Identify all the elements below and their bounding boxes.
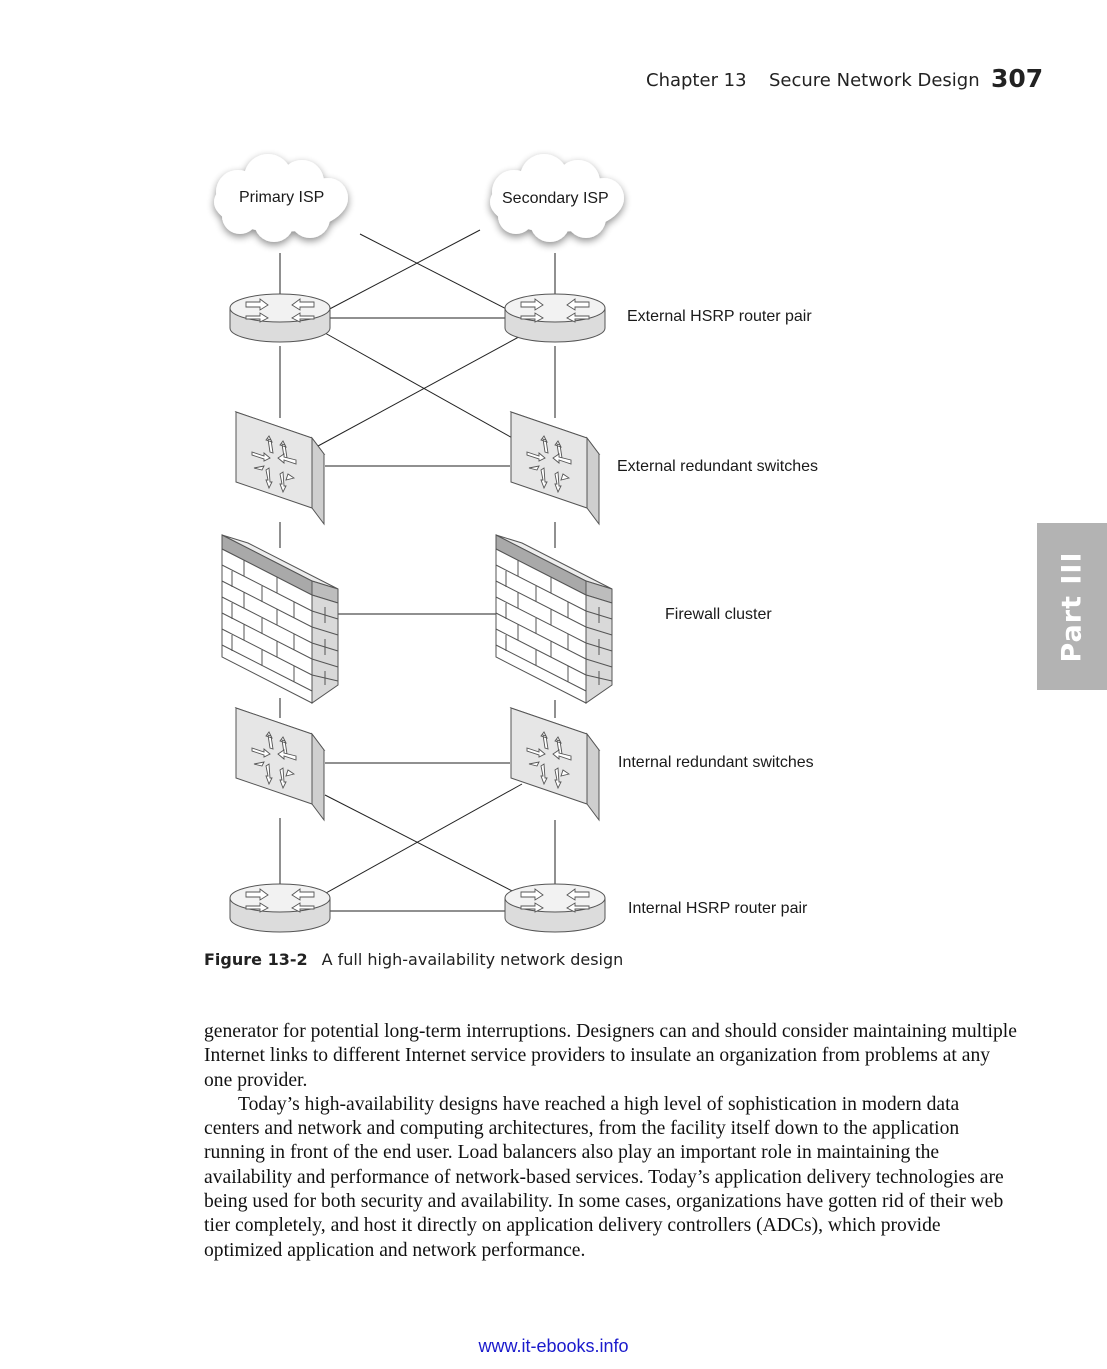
figure-caption: Figure 13-2 A full high-availability netw… [204, 950, 623, 969]
body-text: generator for potential long-term interr… [204, 1020, 1019, 1263]
internal-switch-left-icon [235, 707, 325, 821]
figure-caption-text: A full high-availability network design [321, 950, 624, 969]
firewall-right-icon [495, 534, 613, 704]
firewall-cluster-label: Firewall cluster [665, 606, 772, 623]
internal-router-left-icon [229, 883, 331, 933]
external-switch-right-icon [510, 411, 600, 525]
external-router-left-icon [229, 293, 331, 343]
figure-number: Figure 13-2 [204, 950, 308, 969]
connection-lines [279, 229, 556, 912]
internal-switches-label: Internal redundant switches [618, 754, 814, 771]
part-tab: Part III [1037, 523, 1107, 690]
internal-router-right-icon [504, 883, 606, 933]
external-routers-label: External HSRP router pair [627, 308, 812, 325]
firewall-left-icon [221, 534, 339, 704]
internal-routers-label: Internal HSRP router pair [628, 900, 808, 917]
chapter-title: Secure Network Design [769, 70, 980, 91]
paragraph-2: Today’s high-availability designs have r… [204, 1093, 1004, 1261]
external-router-right-icon [504, 293, 606, 343]
paragraph-1: generator for potential long-term interr… [204, 1021, 1017, 1091]
secondary-isp-label: Secondary ISP [502, 190, 609, 207]
running-header: Chapter 13 Secure Network Design 307 [0, 62, 1107, 102]
footer-link[interactable]: www.it-ebooks.info [478, 1336, 629, 1356]
network-diagram [214, 154, 624, 933]
external-switches-label: External redundant switches [617, 458, 818, 475]
primary-isp-label: Primary ISP [239, 189, 325, 206]
page-number: 307 [991, 64, 1044, 93]
external-switch-left-icon [235, 411, 325, 525]
chapter-label: Chapter 13 [646, 70, 747, 91]
internal-switch-right-icon [510, 707, 600, 821]
